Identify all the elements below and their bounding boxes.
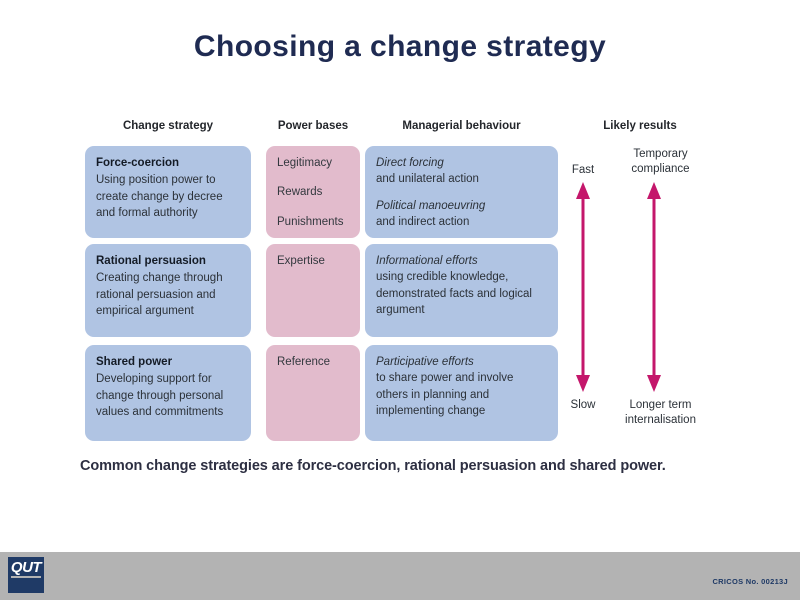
behaviour-lead: Direct forcing (376, 157, 444, 169)
table-row-behaviour-cell: Direct forcing and unilateral action Pol… (365, 146, 558, 238)
table-row-power-bases-cell: Legitimacy Rewards Punishments (266, 146, 360, 238)
behaviour-rest: using credible knowledge, demonstrated f… (376, 271, 532, 316)
page-title: Choosing a change strategy (193, 30, 607, 63)
power-base-item: Rewards (277, 186, 323, 199)
behaviour-lead: Informational efforts (376, 255, 478, 267)
behaviour-item: Direct forcing and unilateral action (376, 155, 547, 188)
column-header-change-strategy: Change strategy (122, 120, 214, 132)
qut-logo-rule (11, 576, 41, 578)
table-row-strategy-cell: Force-coercion Using position power to c… (85, 146, 251, 238)
strategy-title: Shared power (96, 356, 173, 368)
behaviour-lead: Political manoeuvring (376, 199, 486, 212)
table-row-strategy-cell: Rational persuasion Creating change thro… (85, 244, 251, 337)
result-outcome-top-label: Temporary compliance (631, 148, 690, 175)
double-arrow-speed-icon (576, 182, 590, 392)
table-row-behaviour-cell: Participative efforts to share power and… (365, 345, 558, 441)
power-base-item: Legitimacy (277, 157, 332, 169)
result-outcome-bottom-label: Longer term internalisation (625, 399, 696, 426)
qut-logo: QUT (8, 557, 44, 593)
power-base-item: Expertise (277, 255, 325, 267)
strategy-description: Creating change through rational persuas… (96, 272, 223, 317)
table-row-behaviour-cell: Informational efforts using credible kno… (365, 244, 558, 337)
double-arrow-outcome-icon (647, 182, 661, 392)
behaviour-rest: to share power and involve others in pla… (376, 372, 514, 417)
table-row-power-bases-cell: Expertise (266, 244, 360, 337)
column-header-likely-results: Likely results (603, 120, 677, 132)
table-row-power-bases-cell: Reference (266, 345, 360, 441)
behaviour-item: Informational efforts using credible kno… (376, 253, 547, 318)
result-speed-bottom-label: Slow (570, 399, 596, 411)
strategy-description: Using position power to create change by… (96, 174, 223, 219)
behaviour-item: Political manoeuvring and indirect actio… (376, 198, 547, 231)
strategy-title: Rational persuasion (96, 255, 206, 267)
behaviour-item: Participative efforts to share power and… (376, 354, 547, 419)
qut-logo-text: QUT (10, 559, 42, 576)
power-base-item: Reference (277, 356, 331, 368)
behaviour-rest: and unilateral action (376, 173, 479, 186)
cricos-code: CRICOS No. 00213J (712, 577, 788, 586)
column-header-power-bases: Power bases (277, 120, 349, 132)
result-speed-top-label: Fast (571, 164, 595, 176)
footer-bar (0, 552, 800, 600)
behaviour-rest: and indirect action (376, 215, 470, 228)
slide-caption: Common change strategies are force-coerc… (80, 458, 666, 474)
strategy-title: Force-coercion (96, 157, 180, 169)
table-row-strategy-cell: Shared power Developing support for chan… (85, 345, 251, 441)
strategy-description: Developing support for change through pe… (96, 373, 224, 418)
behaviour-lead: Participative efforts (376, 356, 474, 368)
column-header-managerial-behaviour: Managerial behaviour (402, 120, 521, 132)
power-base-item: Punishments (277, 215, 344, 228)
